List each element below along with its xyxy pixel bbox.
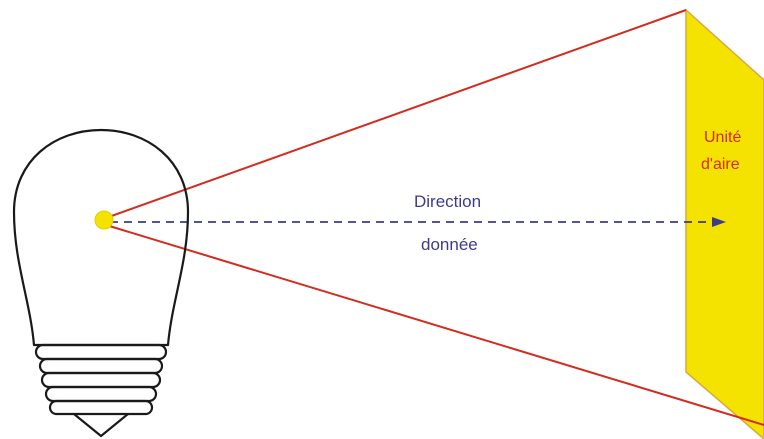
light-source-point xyxy=(95,211,113,229)
unit-area-label-line2: d'aire xyxy=(701,155,740,175)
bulb-contact-tip xyxy=(74,414,128,436)
unit-area-surface xyxy=(686,10,764,439)
cone-upper-line xyxy=(106,10,686,218)
bulb-base-ring-4 xyxy=(46,387,156,401)
bulb-base-ring-2 xyxy=(40,359,162,373)
cone-lower-line xyxy=(106,225,764,425)
direction-label-line2: donnée xyxy=(421,235,478,255)
direction-label-line1: Direction xyxy=(414,192,481,212)
light-bulb-icon xyxy=(14,130,188,436)
bulb-base-ring-3 xyxy=(42,373,160,387)
unit-area-label-line1: Unité xyxy=(704,128,741,148)
bulb-base-ring-5 xyxy=(50,401,152,414)
bulb-base-ring-1 xyxy=(36,345,166,359)
bulb-glass xyxy=(14,130,188,345)
